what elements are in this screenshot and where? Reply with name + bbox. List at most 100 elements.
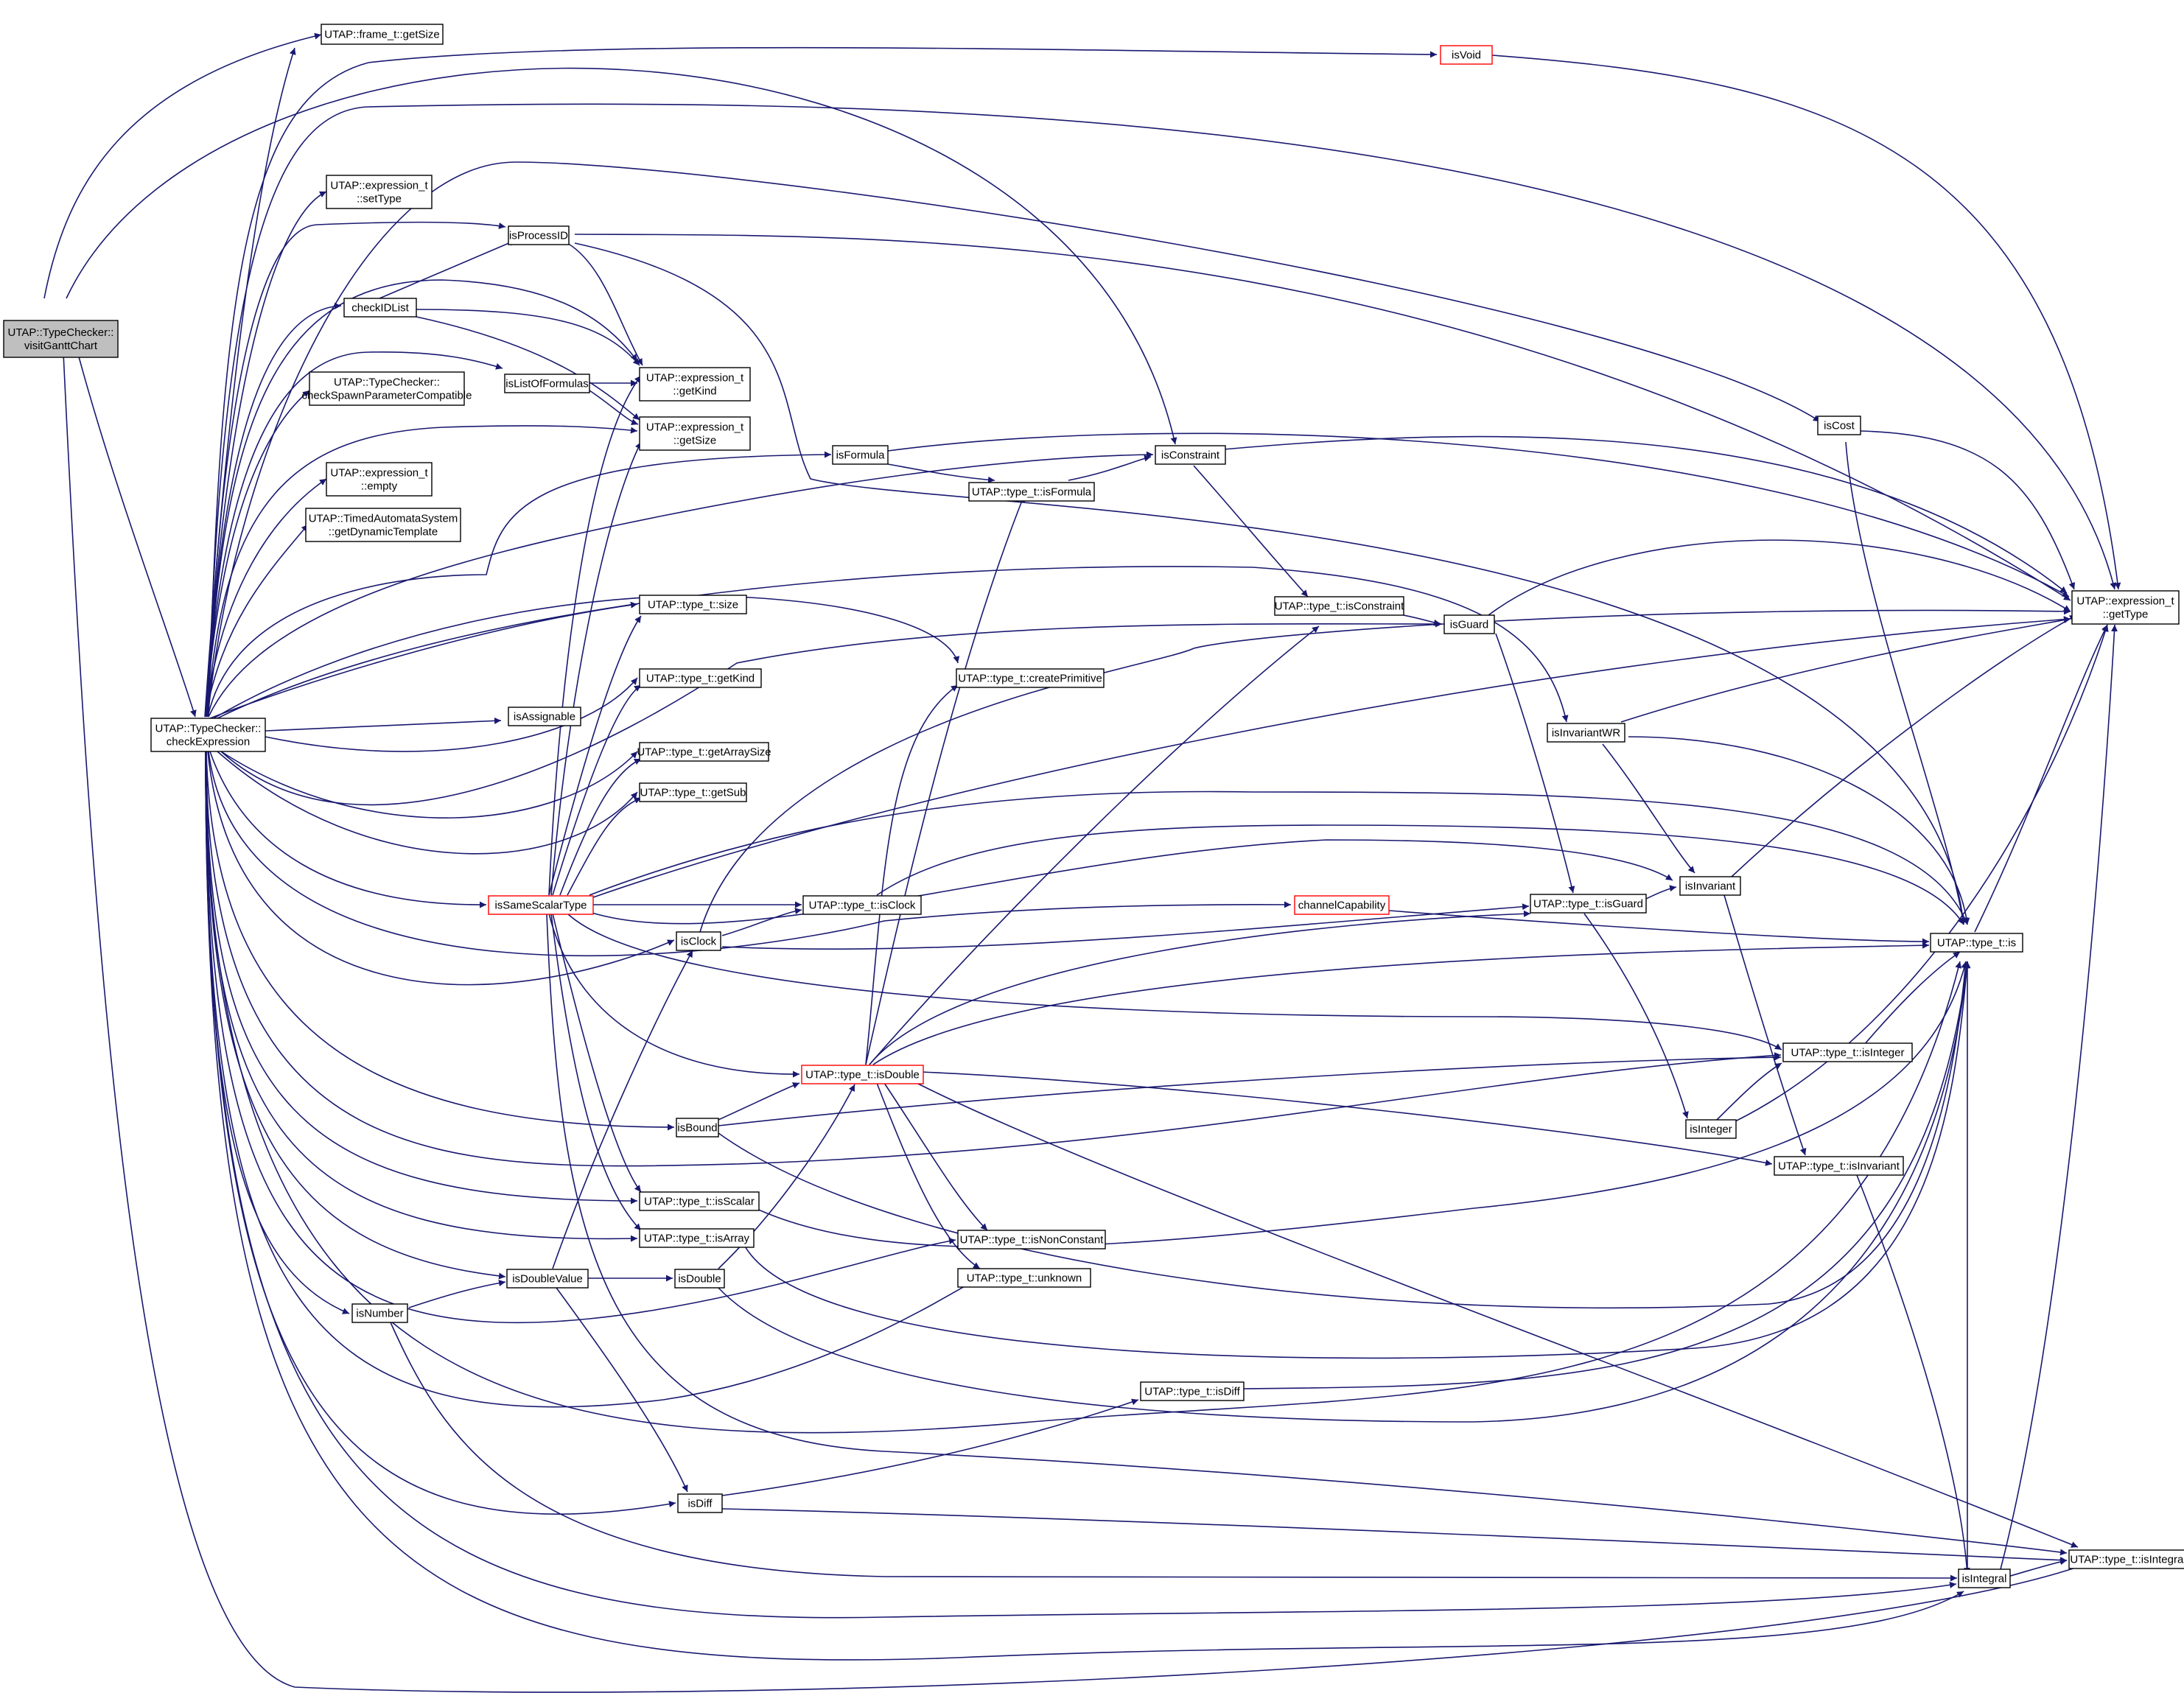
node-type_isClock[interactable]: UTAP::type_t::isClock [802, 895, 922, 915]
node-box [674, 1269, 725, 1289]
node-label: UTAP::type_t::getSub [640, 787, 746, 799]
edge-type_isGuard-isInteger [1583, 913, 1689, 1119]
node-isIntegral[interactable]: isIntegral [1958, 1568, 2011, 1588]
node-type_isFormula[interactable]: UTAP::type_t::isFormula [968, 482, 1095, 502]
edge-isSameScalarType-type_getKind [552, 684, 642, 896]
node-expr_setType[interactable]: UTAP::expression_t::setType [326, 175, 433, 209]
edge-isSameScalarType-type_getSub [567, 797, 642, 896]
node-box [150, 718, 266, 752]
node-isClock[interactable]: isClock [676, 931, 721, 951]
node-isNumber[interactable]: isNumber [351, 1303, 408, 1323]
edge-isProcessID-expr_getKind [567, 242, 643, 366]
node-box [639, 668, 762, 688]
edge-isListOfFormulas-expr_getSize [589, 390, 639, 426]
node-label: isInvariantWR [1552, 727, 1621, 740]
node-isGuard[interactable]: isGuard [1443, 614, 1495, 634]
node-expr_getSize[interactable]: UTAP::expression_t::getSize [639, 416, 751, 451]
node-isVoid[interactable]: isVoid [1440, 45, 1493, 65]
node-label: isDoubleValue [512, 1273, 583, 1286]
node-checkSpawn[interactable]: UTAP::TypeChecker::checkSpawnParameterCo… [302, 371, 472, 406]
node-isInvariantWR[interactable]: isInvariantWR [1547, 723, 1625, 743]
node-label: UTAP::type_t::isInteger [1791, 1047, 1905, 1059]
edge-checkExpression-type_getKind [265, 677, 638, 752]
node-channelCapability[interactable]: channelCapability [1294, 895, 1390, 915]
node-type_isConstraint[interactable]: UTAP::type_t::isConstraint [1274, 596, 1404, 616]
node-label: UTAP::type_t::isConstraint [1275, 600, 1404, 613]
edge-type_isScalar-type_is [755, 961, 1968, 1248]
node-expr_getType[interactable]: UTAP::expression_t::getType [2071, 590, 2180, 625]
node-type_getArraySize[interactable]: UTAP::type_t::getArraySize [637, 742, 771, 762]
node-isDiff[interactable]: isDiff [677, 1493, 723, 1513]
node-type_isArray[interactable]: UTAP::type_t::isArray [639, 1228, 755, 1248]
edge-isBound-type_is [718, 961, 1969, 1309]
node-type_isDiff[interactable]: UTAP::type_t::isDiff [1140, 1381, 1245, 1401]
node-getDynamicTemplate[interactable]: UTAP::TimedAutomataSystem::getDynamicTem… [305, 508, 461, 542]
node-label: UTAP::expression_t [2076, 595, 2174, 608]
edge-checkExpression-isListOfFormulas [206, 351, 503, 718]
node-box [1140, 1381, 1245, 1401]
node-type_isInteger[interactable]: UTAP::type_t::isInteger [1782, 1042, 1913, 1062]
node-expr_empty[interactable]: UTAP::expression_t::empty [326, 462, 433, 497]
node-box [508, 707, 581, 726]
edge-isInvariantWR-expr_getType [1620, 617, 2071, 723]
node-type_isIntegral[interactable]: UTAP::type_t::isIntegral [2068, 1549, 2184, 1569]
node-isListOfFormulas[interactable]: isListOfFormulas [504, 374, 590, 393]
node-box [1817, 416, 1861, 435]
node-expr_getKind[interactable]: UTAP::expression_t::getKind [639, 367, 751, 402]
node-type_unknown[interactable]: UTAP::type_t::unknown [957, 1268, 1091, 1288]
edge-checkExpression-isDoubleValue [205, 751, 506, 1280]
node-box [488, 895, 594, 915]
node-box [639, 367, 751, 402]
node-type_isNonConstant[interactable]: UTAP::type_t::isNonConstant [957, 1230, 1106, 1249]
edge-checkExpression-type_isNonConstant [205, 751, 956, 1324]
node-type_getKind[interactable]: UTAP::type_t::getKind [639, 668, 762, 688]
node-box [639, 595, 747, 614]
node-type_isDouble[interactable]: UTAP::type_t::isDouble [801, 1065, 924, 1084]
node-label: UTAP::type_t::isClock [809, 900, 916, 912]
edge-type_isDouble-type_isNonConstant [883, 1082, 988, 1231]
node-box [639, 1191, 760, 1211]
edge-isProcessID-expr_getType [574, 234, 2071, 601]
node-isInteger[interactable]: isInteger [1685, 1119, 1737, 1139]
edge-type_isDouble-type_isIntegral [913, 1081, 2079, 1548]
node-isBound[interactable]: isBound [676, 1118, 719, 1138]
edge-isSameScalarType-type_isIntegral [546, 913, 2068, 1556]
node-frame_getSize[interactable]: UTAP::frame_t::getSize [321, 24, 444, 45]
node-isInvariant[interactable]: isInvariant [1679, 876, 1741, 896]
node-isProcessID[interactable]: isProcessID [508, 225, 570, 245]
node-box [1443, 614, 1495, 634]
node-type_size[interactable]: UTAP::type_t::size [639, 595, 747, 614]
node-label: isBound [677, 1122, 717, 1135]
node-isCost[interactable]: isCost [1817, 416, 1861, 435]
node-type_isGuard[interactable]: UTAP::type_t::isGuard [1530, 894, 1647, 914]
node-visitGanttChart[interactable]: UTAP::TypeChecker::visitGanttChart [3, 320, 119, 358]
node-type_isScalar[interactable]: UTAP::type_t::isScalar [639, 1191, 760, 1211]
node-checkIDList[interactable]: checkIDList [343, 298, 417, 318]
node-isConstraint[interactable]: isConstraint [1155, 445, 1226, 465]
edge-isInvariantWR-type_is [1628, 736, 1970, 925]
node-isFormula[interactable]: isFormula [832, 445, 889, 465]
node-type_getSub[interactable]: UTAP::type_t::getSub [639, 782, 747, 802]
edge-type_isDouble-type_isGuard [869, 910, 1531, 1065]
edge-checkExpression-isBound [206, 751, 675, 1131]
edge-isClock-type_isGuard [721, 903, 1530, 950]
node-type_isInvariant[interactable]: UTAP::type_t::isInvariant [1774, 1156, 1904, 1176]
edge-checkExpression-getDynamicTemplate [205, 524, 309, 718]
node-checkExpression[interactable]: UTAP::TypeChecker::checkExpression [150, 718, 266, 752]
node-label: UTAP::type_t::getArraySize [637, 746, 771, 759]
node-type_is[interactable]: UTAP::type_t::is [1930, 933, 2023, 953]
node-isAssignable[interactable]: isAssignable [508, 707, 581, 726]
node-type_createPrimitive[interactable]: UTAP::type_t::createPrimitive [956, 668, 1105, 688]
node-box [1294, 895, 1390, 915]
node-isDouble[interactable]: isDouble [674, 1269, 725, 1289]
node-box [305, 508, 461, 542]
edge-isInvariant-expr_getType [1731, 614, 2077, 877]
edge-checkExpression-isInteger2 [205, 751, 1964, 1661]
node-isDoubleValue[interactable]: isDoubleValue [506, 1269, 589, 1289]
node-label: UTAP::type_t::isArray [644, 1233, 750, 1245]
node-label: visitGanttChart [24, 340, 98, 352]
node-label: checkSpawnParameterCompatible [302, 390, 472, 402]
node-isSameScalarType[interactable]: isSameScalarType [488, 895, 594, 915]
edge-isSameScalarType-type_isScalar [552, 913, 642, 1193]
node-label: isConstraint [1161, 449, 1220, 462]
